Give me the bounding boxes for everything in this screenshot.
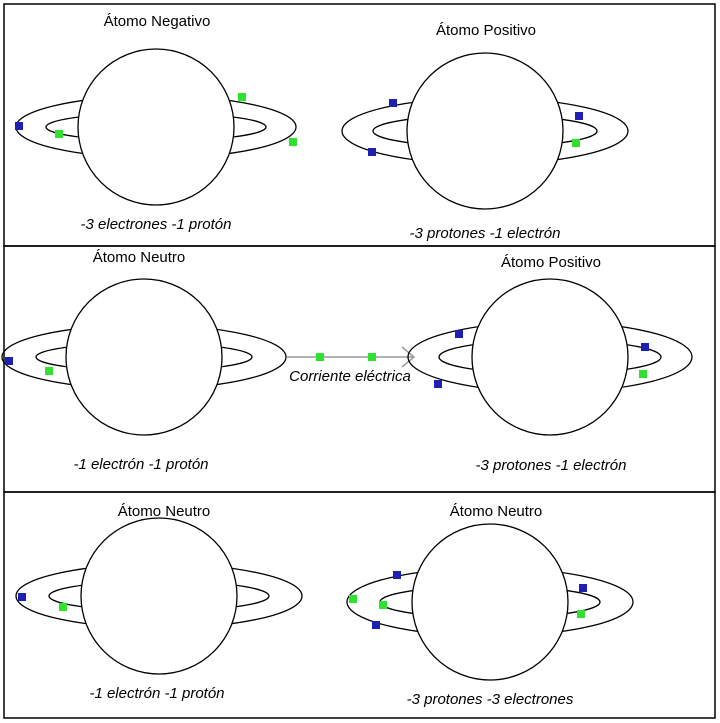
nucleus [406, 52, 564, 210]
atom-title: Átomo Negativo [104, 13, 211, 30]
proton-marker [641, 343, 649, 351]
atom-title: Átomo Positivo [436, 22, 536, 39]
proton-marker [18, 593, 26, 601]
nucleus [80, 517, 238, 675]
electron-marker [289, 138, 297, 146]
current-label: Corriente eléctrica [289, 368, 411, 385]
proton-marker [575, 112, 583, 120]
electron-marker [349, 595, 357, 603]
nucleus [411, 523, 569, 681]
electron-marker [639, 370, 647, 378]
atom [15, 517, 303, 675]
nucleus [77, 48, 235, 206]
proton-marker [368, 148, 376, 156]
electron-marker [368, 353, 376, 361]
atom-title: Átomo Neutro [118, 503, 211, 520]
atom [15, 48, 297, 206]
nucleus [471, 278, 629, 436]
proton-marker [579, 584, 587, 592]
proton-marker [455, 330, 463, 338]
electron-marker [55, 130, 63, 138]
atom [1, 278, 287, 436]
atom-caption: -1 electrón -1 protón [73, 456, 208, 473]
electron-marker [572, 139, 580, 147]
electron-marker [59, 603, 67, 611]
atom [407, 278, 693, 436]
atom-caption: -3 protones -3 electrones [407, 691, 574, 708]
atom-title: Átomo Neutro [450, 503, 543, 520]
atom-caption: -1 electrón -1 protón [89, 685, 224, 702]
electron-marker [316, 353, 324, 361]
electron-marker [45, 367, 53, 375]
electron-marker [238, 93, 246, 101]
atom-caption: -3 protones -1 electrón [410, 225, 561, 242]
proton-marker [434, 380, 442, 388]
proton-marker [5, 357, 13, 365]
atom-caption: -3 electrones -1 protón [81, 216, 232, 233]
electron-marker [379, 601, 387, 609]
atom [346, 523, 634, 681]
panel-frame-3 [3, 491, 716, 719]
proton-marker [393, 571, 401, 579]
proton-marker [372, 621, 380, 629]
electron-marker [577, 610, 585, 618]
atom-title: Átomo Positivo [501, 254, 601, 271]
current-arrow [287, 346, 416, 368]
atom-title: Átomo Neutro [93, 249, 186, 266]
proton-marker [15, 122, 23, 130]
proton-marker [389, 99, 397, 107]
atom-caption: -3 protones -1 electrón [476, 457, 627, 474]
atom [341, 52, 629, 210]
nucleus [65, 278, 223, 436]
atoms-layer [1, 48, 693, 681]
